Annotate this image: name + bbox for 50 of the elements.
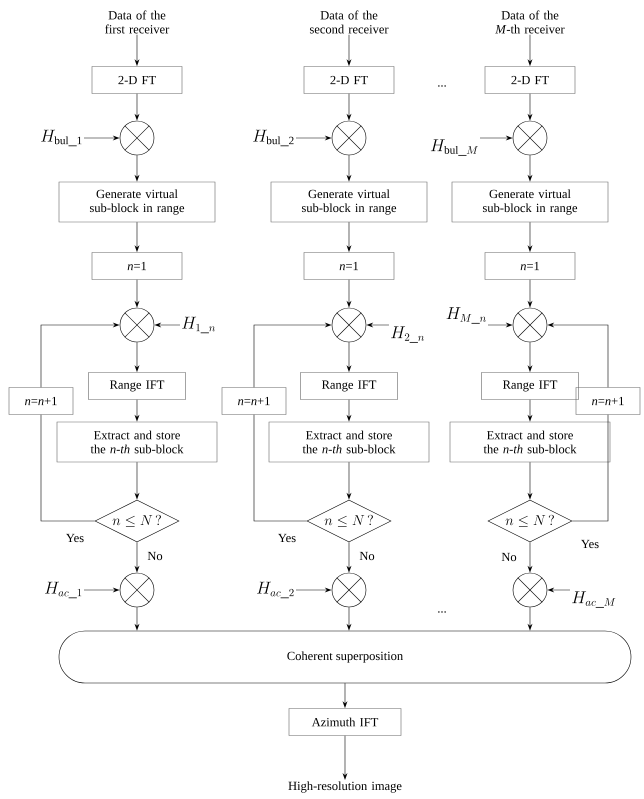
input-label: $H_{M\_n}$ xyxy=(446,307,486,324)
process-box: 2-D FT xyxy=(92,66,182,94)
data-text: Data of the M-th receiver xyxy=(495,10,565,34)
process-box: n=n+1 xyxy=(8,387,74,415)
edge-label: Yes xyxy=(276,532,298,544)
input-label: $H_{\mathrm{bul\_}M}$ xyxy=(430,139,478,156)
edge-label: Yes xyxy=(580,538,600,550)
input-label: $H_{ac\_M}$ xyxy=(572,591,616,608)
process-box: Generate virtual sub-block in range xyxy=(58,182,216,222)
process-box: Extract and store the n-th sub-block xyxy=(268,422,430,462)
multiplier-circle xyxy=(332,120,366,156)
process-box: n=1 xyxy=(304,252,394,280)
edge-label: No xyxy=(500,552,518,562)
process-box: Range IFT xyxy=(300,372,398,400)
input-label: $H_{\mathrm{bul\_1}}$ xyxy=(41,130,82,146)
edge-label: No xyxy=(358,550,376,562)
process-box: Extract and store the n-th sub-block xyxy=(56,422,218,462)
process-box: Generate virtual sub-block in range xyxy=(452,182,608,222)
multiplier-circle xyxy=(512,120,548,156)
input-label: $H_{ac\_1}$ xyxy=(44,582,82,598)
process-box: n=1 xyxy=(92,252,182,280)
process-box: n=n+1 xyxy=(222,387,286,415)
multiplier-circle xyxy=(512,308,548,342)
input-label: $H_{ac\_2}$ xyxy=(256,582,294,598)
ellipsis: ... xyxy=(438,611,446,613)
input-label: $H_{2\_n}$ xyxy=(391,326,424,343)
process-box: 2-D FT xyxy=(484,66,576,94)
process-box: Extract and store the n-th sub-block xyxy=(450,422,610,462)
edge-label: Yes xyxy=(64,532,86,544)
process-box: Coherent superposition xyxy=(58,630,632,684)
multiplier-circle xyxy=(120,120,154,156)
data-text: Data of the first receiver xyxy=(105,10,170,34)
edge-label: No xyxy=(146,550,164,562)
data-text: Data of the second receiver xyxy=(310,10,388,34)
input-label: $H_{1\_n}$ xyxy=(182,316,216,334)
process-box: Range IFT xyxy=(481,372,579,400)
multiplier-circle xyxy=(120,572,154,608)
output-text: High-resolution image xyxy=(288,781,402,793)
multiplier-circle xyxy=(332,572,366,608)
multiplier-circle xyxy=(512,572,548,608)
process-box: n=1 xyxy=(484,252,576,280)
multiplier-circle xyxy=(332,308,366,342)
multiplier-circle xyxy=(120,308,154,342)
process-box: 2-D FT xyxy=(304,66,394,94)
process-box: Range IFT xyxy=(88,372,186,400)
process-box: Generate virtual sub-block in range xyxy=(270,182,428,222)
ellipsis: ... xyxy=(438,85,446,87)
input-label: $H_{\mathrm{bul\_2}}$ xyxy=(253,130,294,146)
process-box: n=n+1 xyxy=(576,387,640,415)
process-box: Azimuth IFT xyxy=(288,708,402,736)
